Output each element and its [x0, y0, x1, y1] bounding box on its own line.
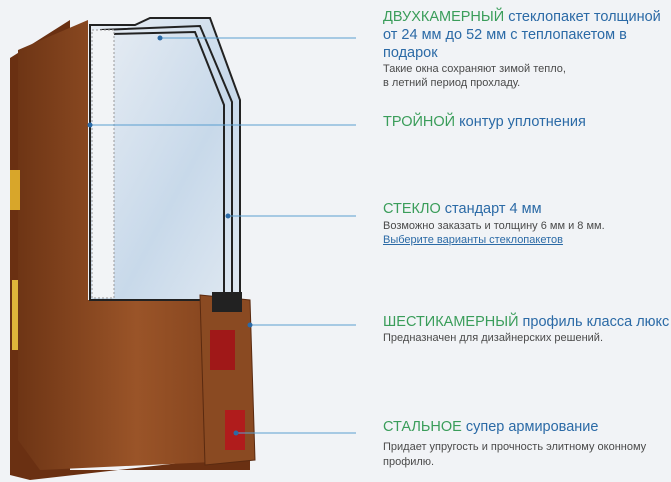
callout-highlight: ДВУХКАМЕРНЫЙ — [383, 9, 505, 25]
callout-glass: СТЕКЛО стандарт 4 мм Возможно заказать и… — [383, 200, 671, 247]
callout-triple-seal: ТРОЙНОЙ контур уплотнения — [383, 113, 671, 131]
window-sash — [18, 20, 255, 470]
handle — [10, 170, 20, 210]
callout-steel: СТАЛЬНОЕ супер армирование Придает упруг… — [383, 418, 668, 470]
callout-title: стеклопакет толщиной от 24 мм до 52 мм с… — [383, 9, 661, 61]
leader-lines — [90, 37, 356, 434]
callout-note: Такие окна сохраняют зимой тепло, — [383, 63, 566, 75]
callout-title: стандарт 4 мм — [440, 201, 542, 217]
callout-title: контур уплотнения — [455, 114, 586, 130]
callout-note: Предназначен для дизайнерских решений. — [383, 332, 603, 344]
callout-highlight: СТАЛЬНОЕ — [383, 419, 462, 435]
callout-highlight: ШЕСТИКАМЕРНЫЙ — [383, 314, 519, 330]
callout-highlight: СТЕКЛО — [383, 201, 441, 217]
steel-reinforcement — [210, 330, 235, 370]
callout-note: Придает упругость и прочность элитному о… — [383, 441, 647, 468]
glass-pane — [89, 17, 241, 301]
glass-options-link[interactable]: Выберите варианты стеклопакетов — [383, 234, 563, 246]
callout-title: профиль класса люкс — [518, 314, 670, 330]
callout-note: в летний период прохладу. — [383, 77, 521, 89]
callout-note: Возможно заказать и толщину 6 мм и 8 мм. — [383, 220, 605, 232]
callout-title: супер армирование — [461, 419, 599, 435]
callout-highlight: ТРОЙНОЙ — [383, 114, 456, 130]
callout-six-chamber: ШЕСТИКАМЕРНЫЙ профиль класса люкс Предна… — [383, 313, 671, 345]
callout-double-chamber: ДВУХКАМЕРНЫЙ стеклопакет толщиной от 24 … — [383, 8, 671, 90]
